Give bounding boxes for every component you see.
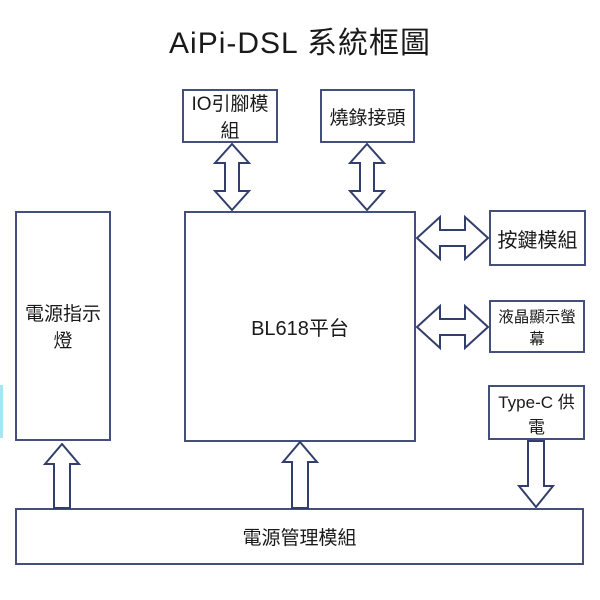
block-io-pin-module: IO引腳模組: [182, 89, 278, 143]
block-label: BL618平台: [251, 318, 349, 340]
diagram-title: AiPi-DSL 系統框圖: [169, 27, 431, 60]
block-lcd-screen: 液晶顯示螢幕: [489, 300, 585, 353]
block-label: 按鍵模組: [497, 229, 578, 252]
block-label: IO引腳模組: [191, 94, 269, 142]
block-bl618-platform: BL618平台: [184, 211, 416, 442]
block-power-indicator-led: 電源指示燈: [15, 211, 111, 441]
block-key-module: 按鍵模組: [489, 210, 586, 266]
block-burn-header: 燒錄接頭: [320, 89, 415, 143]
block-label: 液晶顯示螢幕: [498, 308, 576, 348]
double-arrow-vertical-icon: [212, 143, 252, 211]
down-arrow-icon: [516, 440, 556, 508]
block-label: 燒錄接頭: [329, 107, 406, 129]
block-label: 電源指示燈: [24, 304, 101, 352]
up-arrow-icon: [42, 443, 82, 509]
block-label: Type-C 供電: [498, 392, 575, 437]
double-arrow-horizontal-icon: [416, 213, 489, 263]
double-arrow-horizontal-icon: [416, 302, 489, 352]
left-edge-sliver-artifact: [0, 385, 3, 438]
block-power-management-module: 電源管理模組: [15, 508, 584, 565]
block-typec-power: Type-C 供電: [488, 385, 585, 440]
block-label: 電源管理模組: [242, 528, 357, 549]
up-arrow-icon: [280, 441, 320, 509]
double-arrow-vertical-icon: [347, 143, 387, 211]
